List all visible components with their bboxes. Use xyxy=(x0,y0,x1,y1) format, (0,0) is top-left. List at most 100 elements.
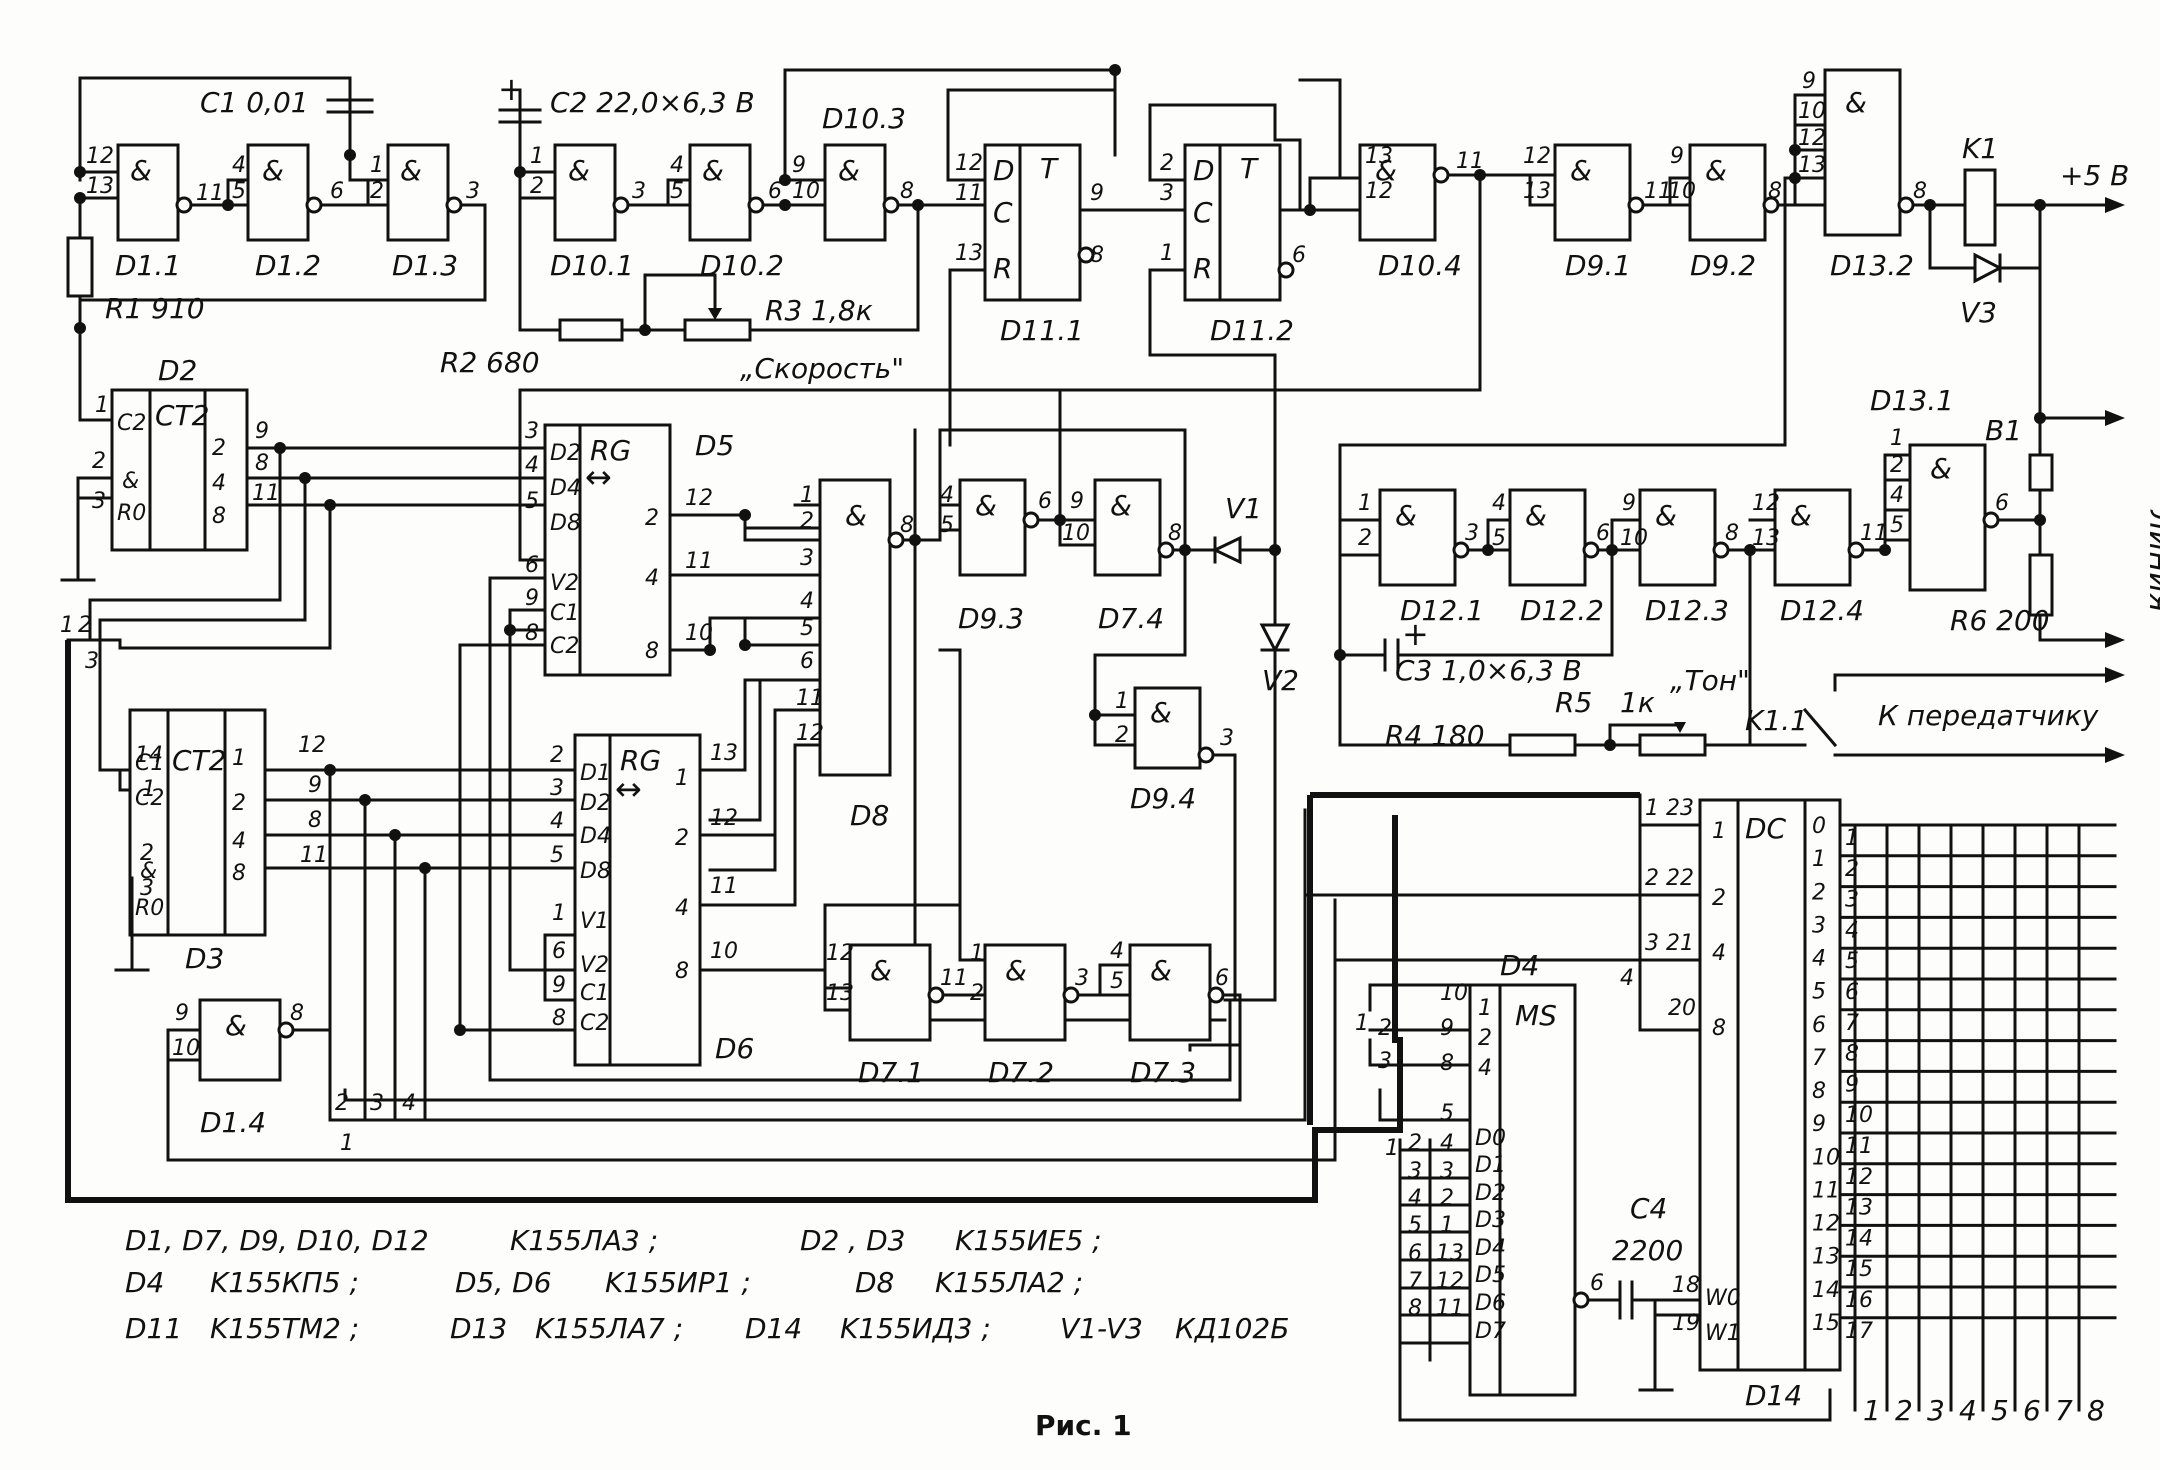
and-symbol: & xyxy=(1845,86,1867,119)
svg-text:C1: C1 xyxy=(580,981,609,1006)
svg-text:11: 11 xyxy=(940,966,968,991)
decoder-output-pin: 8 xyxy=(1812,1079,1826,1104)
svg-text:2: 2 xyxy=(1378,1016,1392,1041)
svg-text:1: 1 xyxy=(675,766,689,791)
svg-text:3: 3 xyxy=(370,1091,384,1116)
matrix-row-label: 12 xyxy=(1845,1165,1873,1190)
label-d12-2: D12.2 xyxy=(1520,594,1604,627)
decoder-output-pin: 15 xyxy=(1812,1311,1840,1336)
svg-text:5: 5 xyxy=(1408,1213,1422,1238)
svg-text:D: D xyxy=(1193,154,1215,187)
parts-refs: D4 xyxy=(125,1266,164,1299)
svg-text:4: 4 xyxy=(675,896,689,921)
decoder-output-pin: 11 xyxy=(1812,1178,1840,1203)
svg-text:3: 3 xyxy=(1465,521,1479,546)
and-symbol: & xyxy=(1655,499,1677,532)
resistor-r3 xyxy=(683,318,752,342)
svg-text:8: 8 xyxy=(1768,179,1782,204)
svg-text:11: 11 xyxy=(1436,1296,1464,1321)
decoder-output-pin: 2 xyxy=(1812,880,1826,905)
relay-k1 xyxy=(1963,168,1997,247)
gate-d1-4-group: & D1.4 910 8 1 xyxy=(166,808,1337,1162)
and-symbol: & xyxy=(702,154,724,187)
svg-text:3: 3 xyxy=(1075,966,1089,991)
svg-text:6: 6 xyxy=(552,939,566,964)
svg-text:D5: D5 xyxy=(1475,1263,1506,1288)
svg-text:8: 8 xyxy=(900,179,914,204)
and-symbol: & xyxy=(1930,452,1952,485)
svg-text:C1: C1 xyxy=(135,751,164,776)
svg-text:11: 11 xyxy=(685,549,713,574)
svg-text:6: 6 xyxy=(800,649,814,674)
register-d6-box xyxy=(573,733,702,1067)
tone-control-label: „Тон" xyxy=(1670,664,1750,697)
svg-text:12: 12 xyxy=(826,941,854,966)
svg-text:12: 12 xyxy=(1365,179,1393,204)
svg-text:D8: D8 xyxy=(580,859,611,884)
svg-text:10: 10 xyxy=(1062,521,1090,546)
matrix-row-label: 10 xyxy=(1845,1103,1873,1128)
parts-type: K155ИР1 ; xyxy=(605,1266,751,1299)
svg-text:2 22: 2 22 xyxy=(1645,866,1694,891)
svg-text:12: 12 xyxy=(685,486,713,511)
svg-text:4: 4 xyxy=(232,153,246,178)
parts-refs: D8 xyxy=(855,1266,894,1299)
svg-text:11: 11 xyxy=(196,181,224,206)
parts-type: K155ЛА2 ; xyxy=(935,1266,1083,1299)
svg-text:8: 8 xyxy=(675,959,689,984)
k1-1-label: K1.1 xyxy=(1745,704,1808,737)
speed-control-label: „Скорость" xyxy=(740,352,904,385)
decoder-label: DC xyxy=(1745,812,1787,845)
svg-text:9: 9 xyxy=(525,586,539,611)
svg-text:↔: ↔ xyxy=(615,770,642,808)
svg-text:6: 6 xyxy=(1215,966,1229,991)
svg-text:11: 11 xyxy=(1644,179,1672,204)
svg-text:12: 12 xyxy=(1752,491,1780,516)
gate-d8-box xyxy=(818,478,892,777)
gate-d1-3 xyxy=(386,143,450,242)
svg-text:8: 8 xyxy=(1090,243,1104,268)
label-d10-4: D10.4 xyxy=(1378,249,1462,282)
svg-text:4: 4 xyxy=(1712,941,1726,966)
svg-text:9: 9 xyxy=(552,973,566,998)
c2-label: C2 22,0×6,3 B xyxy=(550,86,755,119)
matrix-column-label: 5 xyxy=(1991,1394,2009,1427)
svg-text:4: 4 xyxy=(800,589,814,614)
svg-text:4: 4 xyxy=(1620,966,1634,991)
and-symbol: & xyxy=(1570,154,1592,187)
trigger-label: T xyxy=(1040,152,1059,185)
gate-d1-4 xyxy=(198,998,282,1082)
svg-text:D6: D6 xyxy=(1475,1291,1506,1316)
svg-text:2: 2 xyxy=(1358,526,1372,551)
label-d11-2: D11.2 xyxy=(1210,314,1294,347)
svg-text:1: 1 xyxy=(95,393,109,418)
svg-text:2: 2 xyxy=(1440,1186,1454,1211)
svg-text:12: 12 xyxy=(710,806,738,831)
svg-text:2: 2 xyxy=(335,1091,349,1116)
label-d9-4: D9.4 xyxy=(1130,782,1196,815)
svg-text:3: 3 xyxy=(466,179,480,204)
svg-text:6: 6 xyxy=(330,179,344,204)
svg-text:8: 8 xyxy=(290,1001,304,1026)
svg-text:2: 2 xyxy=(212,436,226,461)
label-d13-1: D13.1 xyxy=(1870,384,1954,417)
flip-flop-d11-1 xyxy=(983,143,1082,302)
r4-label: R4 180 xyxy=(1385,719,1485,752)
r3-label: R3 1,8к xyxy=(765,294,873,327)
svg-text:8: 8 xyxy=(900,513,914,538)
svg-text:8: 8 xyxy=(1408,1296,1422,1321)
label-d1-2: D1.2 xyxy=(255,249,321,282)
svg-text:1: 1 xyxy=(1890,426,1904,451)
svg-text:5: 5 xyxy=(940,513,954,538)
and-symbol: & xyxy=(838,154,860,187)
r2-label: R2 680 xyxy=(440,346,540,379)
label-d14: D14 xyxy=(1745,1379,1802,1412)
label-d1-3: D1.3 xyxy=(392,249,458,282)
svg-text:1: 1 xyxy=(1115,689,1129,714)
svg-text:1: 1 xyxy=(970,941,984,966)
svg-text:1: 1 xyxy=(530,144,544,169)
svg-text:5: 5 xyxy=(800,616,814,641)
